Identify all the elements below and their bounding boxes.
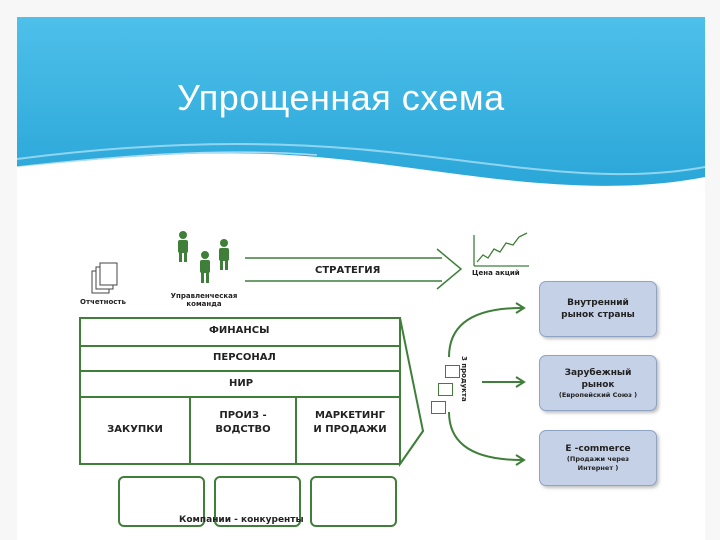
competitor-box bbox=[310, 476, 397, 527]
market-foreign-note: (Европейский Союз ) bbox=[558, 390, 638, 399]
products-label: 3 продукта bbox=[460, 356, 468, 402]
title-banner: Упрощенная схема bbox=[17, 17, 705, 217]
reports-icon bbox=[91, 262, 118, 294]
cell-marketing-line-1: МАРКЕТИНГ bbox=[315, 410, 385, 421]
strategy-label: СТРАТЕГИЯ bbox=[315, 265, 381, 276]
competitors-label: Компании - конкуренты bbox=[179, 515, 304, 525]
market-ecommerce-note: (Продажи через bbox=[566, 455, 630, 463]
cell-production-line-1: ПРОИЗ - bbox=[219, 410, 267, 421]
bar-rnd: НИР bbox=[229, 378, 254, 389]
cell-marketing: МАРКЕТИНГ И ПРОДАЖИ bbox=[296, 409, 404, 437]
stock-chart-icon bbox=[473, 232, 529, 267]
product-box bbox=[438, 383, 453, 396]
competitor-box bbox=[214, 476, 301, 527]
market-domestic-line-2: рынок страны bbox=[561, 310, 635, 320]
market-ecommerce-note-2: Интернет ) bbox=[577, 464, 619, 472]
reports-label: Отчетность bbox=[80, 298, 126, 306]
slide: Упрощенная схема bbox=[17, 17, 705, 540]
diagram-graphics bbox=[79, 231, 529, 468]
strategy-arrow bbox=[245, 248, 463, 290]
banner-wave bbox=[17, 17, 705, 186]
market-foreign-line-2: рынок bbox=[581, 379, 615, 390]
team-label-line-1: Управленческая bbox=[170, 292, 238, 300]
market-ecommerce: E -commerce (Продажи через Интернет ) bbox=[539, 430, 657, 486]
bar-finance: ФИНАНСЫ bbox=[209, 325, 270, 336]
bar-personnel: ПЕРСОНАЛ bbox=[213, 352, 276, 363]
market-arrows bbox=[448, 302, 526, 466]
market-foreign: Зарубежный рынок (Европейский Союз ) bbox=[539, 355, 657, 411]
team-label: Управленческая команда bbox=[159, 292, 249, 308]
market-domestic-line-1: Внутренний bbox=[567, 298, 629, 308]
cell-production-line-2: ВОДСТВО bbox=[215, 424, 271, 435]
team-label-line-2: команда bbox=[186, 300, 222, 308]
stock-price-label: Цена акций bbox=[472, 269, 520, 277]
cell-production: ПРОИЗ - ВОДСТВО bbox=[190, 409, 296, 437]
cell-marketing-line-2: И ПРОДАЖИ bbox=[313, 424, 387, 435]
product-box bbox=[445, 365, 460, 378]
product-box bbox=[431, 401, 446, 414]
cell-purchases: ЗАКУПКИ bbox=[107, 424, 163, 435]
page-title: Упрощенная схема bbox=[177, 77, 505, 118]
competitor-box bbox=[118, 476, 205, 527]
team-icon bbox=[178, 231, 229, 283]
market-domestic: Внутренний рынок страны bbox=[539, 281, 657, 337]
function-block bbox=[79, 317, 425, 468]
market-ecommerce-line-1: E -commerce bbox=[565, 444, 631, 454]
market-foreign-line-1: Зарубежный bbox=[564, 367, 632, 378]
